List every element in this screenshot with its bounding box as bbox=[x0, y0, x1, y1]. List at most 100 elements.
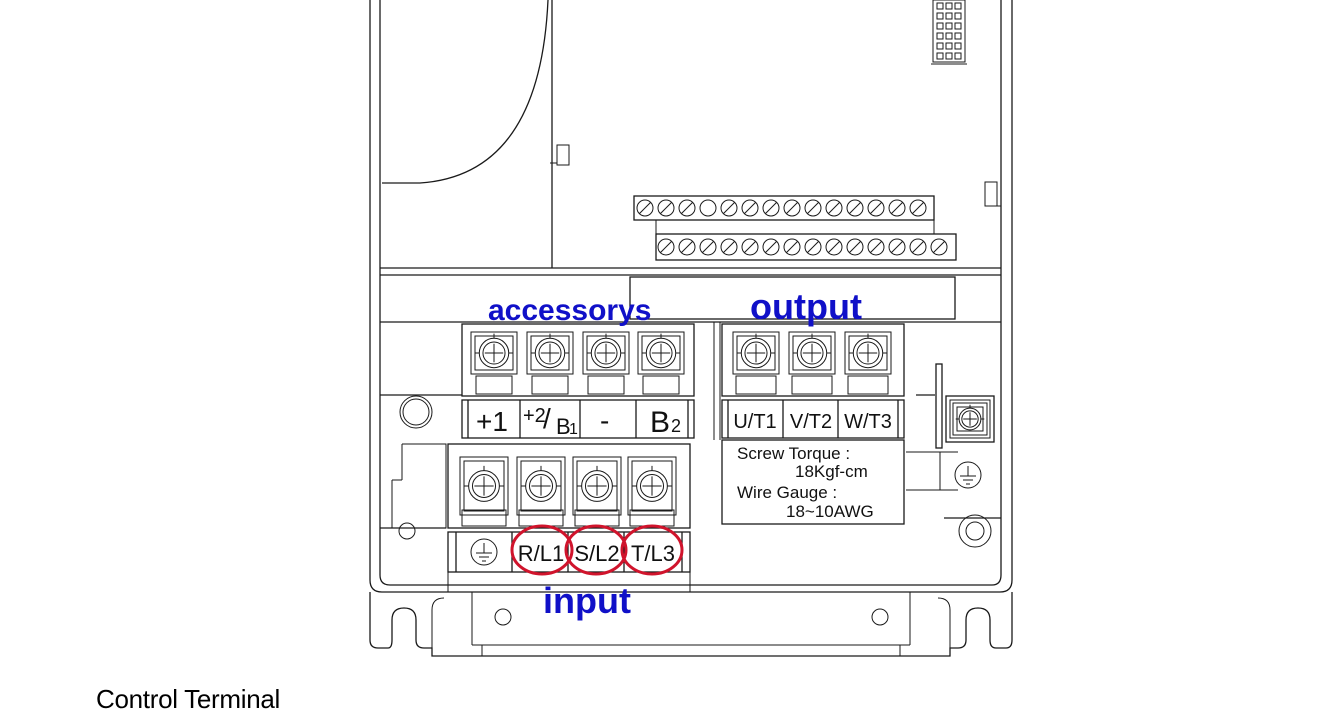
header-pin bbox=[936, 42, 944, 50]
screw-torque-value: 18Kgf-cm bbox=[795, 462, 868, 481]
output-terminal-labels: U/T1 V/T2 W/T3 bbox=[733, 411, 892, 433]
wire-gauge-label: Wire Gauge : bbox=[737, 483, 837, 502]
control-screw-icon bbox=[657, 199, 675, 217]
terminal-clamp bbox=[531, 375, 569, 395]
control-screw-icon bbox=[804, 199, 822, 217]
highlight-circle-tl3 bbox=[620, 524, 684, 576]
terminal-label-ut1: U/T1 bbox=[733, 411, 776, 433]
terminal-label-tl3: T/L3 bbox=[631, 541, 675, 566]
terminal-clamp bbox=[574, 509, 620, 527]
terminal-screw-icon bbox=[582, 331, 630, 375]
header-pin bbox=[945, 2, 953, 10]
terminal-label-wt3: W/T3 bbox=[844, 411, 892, 433]
terminal-label-b1-sub: 1 bbox=[569, 421, 578, 438]
terminal-screw-icon bbox=[844, 331, 892, 375]
input-highlight-circles bbox=[510, 524, 684, 576]
control-screw-icon bbox=[636, 199, 654, 217]
pin-header-connector bbox=[931, 0, 967, 65]
header-pin bbox=[936, 12, 944, 20]
control-screw-icon bbox=[678, 199, 696, 217]
ground-terminal-screw-icon bbox=[952, 402, 988, 436]
terminal-clamp bbox=[518, 509, 564, 527]
annotation-accessories: accessorys bbox=[488, 294, 651, 327]
control-screw-icon bbox=[888, 238, 906, 256]
header-pin bbox=[936, 22, 944, 30]
terminal-label-plus1: +1 bbox=[476, 406, 508, 437]
annotation-input: input bbox=[543, 580, 631, 621]
input-terminal-block bbox=[447, 443, 691, 593]
terminal-label-rl1: R/L1 bbox=[518, 541, 564, 566]
terminal-label-slash: / bbox=[543, 403, 551, 434]
control-screw-icon bbox=[720, 199, 738, 217]
annotation-output: output bbox=[750, 286, 862, 327]
highlight-circle-sl2 bbox=[564, 524, 628, 576]
header-pin bbox=[954, 52, 962, 60]
control-screw-icon bbox=[825, 199, 843, 217]
header-pin bbox=[936, 32, 944, 40]
terminal-label-sl2: S/L2 bbox=[574, 541, 619, 566]
header-pin bbox=[936, 52, 944, 60]
control-screw-icon bbox=[804, 238, 822, 256]
header-pin bbox=[954, 12, 962, 20]
input-terminal-labels: R/L1 S/L2 T/L3 bbox=[518, 541, 675, 566]
terminal-label-b1: B bbox=[556, 414, 571, 439]
header-pin bbox=[945, 52, 953, 60]
terminal-clamp bbox=[847, 375, 889, 395]
output-terminal-block bbox=[721, 323, 905, 439]
terminal-screw-icon bbox=[627, 456, 677, 516]
control-screw-icon bbox=[909, 199, 927, 217]
wire-gauge-value: 18~10AWG bbox=[786, 502, 874, 521]
terminal-clamp bbox=[791, 375, 833, 395]
header-pin bbox=[936, 2, 944, 10]
terminal-clamp bbox=[735, 375, 777, 395]
terminal-screw-icon bbox=[470, 331, 518, 375]
terminal-clamp bbox=[587, 375, 625, 395]
control-screw-icon bbox=[720, 238, 738, 256]
terminal-label-b2-sub: 2 bbox=[671, 416, 681, 436]
control-screw-icon bbox=[783, 238, 801, 256]
terminal-label-minus: - bbox=[600, 405, 609, 436]
accessory-terminal-block bbox=[461, 323, 695, 439]
ground-symbol-icon bbox=[954, 461, 982, 489]
control-screw-icon bbox=[846, 199, 864, 217]
control-screw-icon bbox=[699, 238, 717, 256]
header-pin bbox=[954, 32, 962, 40]
terminal-screw-icon bbox=[459, 456, 509, 516]
control-screw-icon bbox=[741, 238, 759, 256]
terminal-label-vt2: V/T2 bbox=[790, 411, 832, 433]
terminal-screw-icon bbox=[526, 331, 574, 375]
terminal-clamp bbox=[629, 509, 675, 527]
control-screw-icon bbox=[888, 199, 906, 217]
terminal-screw-icon bbox=[572, 456, 622, 516]
accessory-terminal-labels: +1 +2 / B 1 - B 2 bbox=[476, 403, 681, 439]
control-screw-icon bbox=[825, 238, 843, 256]
control-screw-icon bbox=[762, 238, 780, 256]
terminal-screw-icon bbox=[788, 331, 836, 375]
header-pin bbox=[945, 22, 953, 30]
power-terminal-frame bbox=[380, 322, 1001, 548]
header-pin bbox=[954, 2, 962, 10]
control-screw-icon bbox=[657, 238, 675, 256]
spec-box: Screw Torque : 18Kgf-cm Wire Gauge : 18~… bbox=[721, 439, 905, 525]
terminal-clamp bbox=[475, 375, 513, 395]
terminal-label-plus2: +2 bbox=[523, 405, 546, 427]
terminal-clamp bbox=[642, 375, 680, 395]
header-pin bbox=[945, 42, 953, 50]
control-terminal-strip bbox=[633, 195, 957, 261]
control-screw-icon bbox=[762, 199, 780, 217]
header-pin bbox=[954, 42, 962, 50]
control-screw-icon bbox=[867, 199, 885, 217]
control-screw-icon bbox=[678, 238, 696, 256]
control-screw-icon bbox=[741, 199, 759, 217]
figure-caption: Control Terminal bbox=[96, 684, 281, 714]
terminal-clamp bbox=[461, 509, 507, 527]
highlight-circle-rl1 bbox=[510, 524, 574, 576]
terminal-screw-icon bbox=[637, 331, 685, 375]
control-screw-icon bbox=[846, 238, 864, 256]
input-ground-symbol-icon bbox=[470, 538, 498, 566]
control-screw-icon bbox=[930, 238, 948, 256]
terminal-label-b2: B bbox=[650, 406, 670, 439]
housing-outline bbox=[369, 0, 1013, 657]
control-screw-icon bbox=[783, 199, 801, 217]
